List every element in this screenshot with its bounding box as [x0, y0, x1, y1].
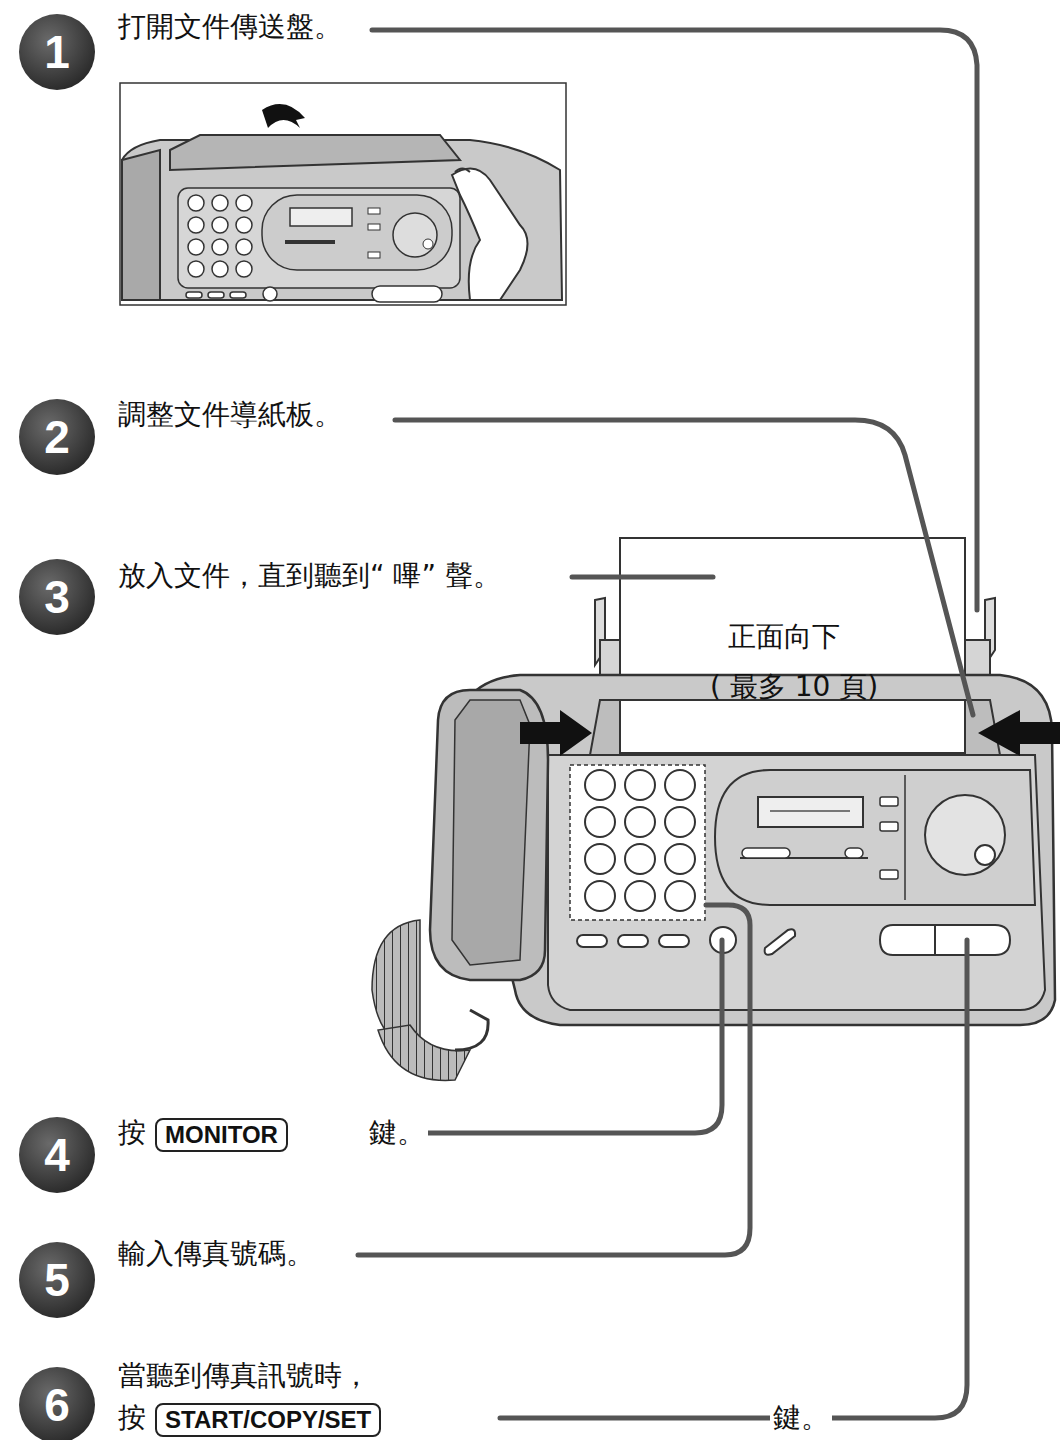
step-number-text: 1: [44, 25, 70, 79]
step-number-text: 3: [44, 570, 70, 624]
leader-lines: [358, 30, 977, 1418]
fax-machine: [372, 538, 1060, 1080]
inset-figure: [120, 83, 566, 305]
step-number: 6: [19, 1367, 95, 1440]
step-text: 按: [118, 1401, 146, 1435]
step-text: 輸入傳真號碼。: [118, 1237, 314, 1271]
paper-note: 正面向下: [728, 620, 840, 654]
key-label: START/COPY/SET: [165, 1406, 371, 1434]
key-button: MONITOR: [155, 1118, 288, 1152]
step-number: 1: [19, 14, 95, 90]
key-label: MONITOR: [165, 1121, 278, 1149]
step-number: 3: [19, 559, 95, 635]
step-text: 鍵。: [770, 1401, 832, 1435]
step-number-text: 5: [44, 1253, 70, 1307]
step-number: 4: [19, 1117, 95, 1193]
step-text: 打開文件傳送盤。: [118, 10, 342, 44]
step-number-text: 4: [44, 1128, 70, 1182]
step-text: 調整文件導紙板。: [118, 398, 342, 432]
step-text: 放入文件，直到聽到“ 嗶” 聲。: [118, 559, 501, 593]
step-number: 2: [19, 399, 95, 475]
key-button: START/COPY/SET: [155, 1403, 381, 1437]
step-number: 5: [19, 1242, 95, 1318]
step-text: 按: [118, 1116, 146, 1150]
step-text: 鍵。: [366, 1116, 428, 1150]
paper-note: ( 最多 10 頁): [710, 670, 878, 704]
step-text: 當聽到傳真訊號時，: [118, 1359, 370, 1393]
step-number-text: 2: [44, 410, 70, 464]
step-number-text: 6: [44, 1378, 70, 1432]
